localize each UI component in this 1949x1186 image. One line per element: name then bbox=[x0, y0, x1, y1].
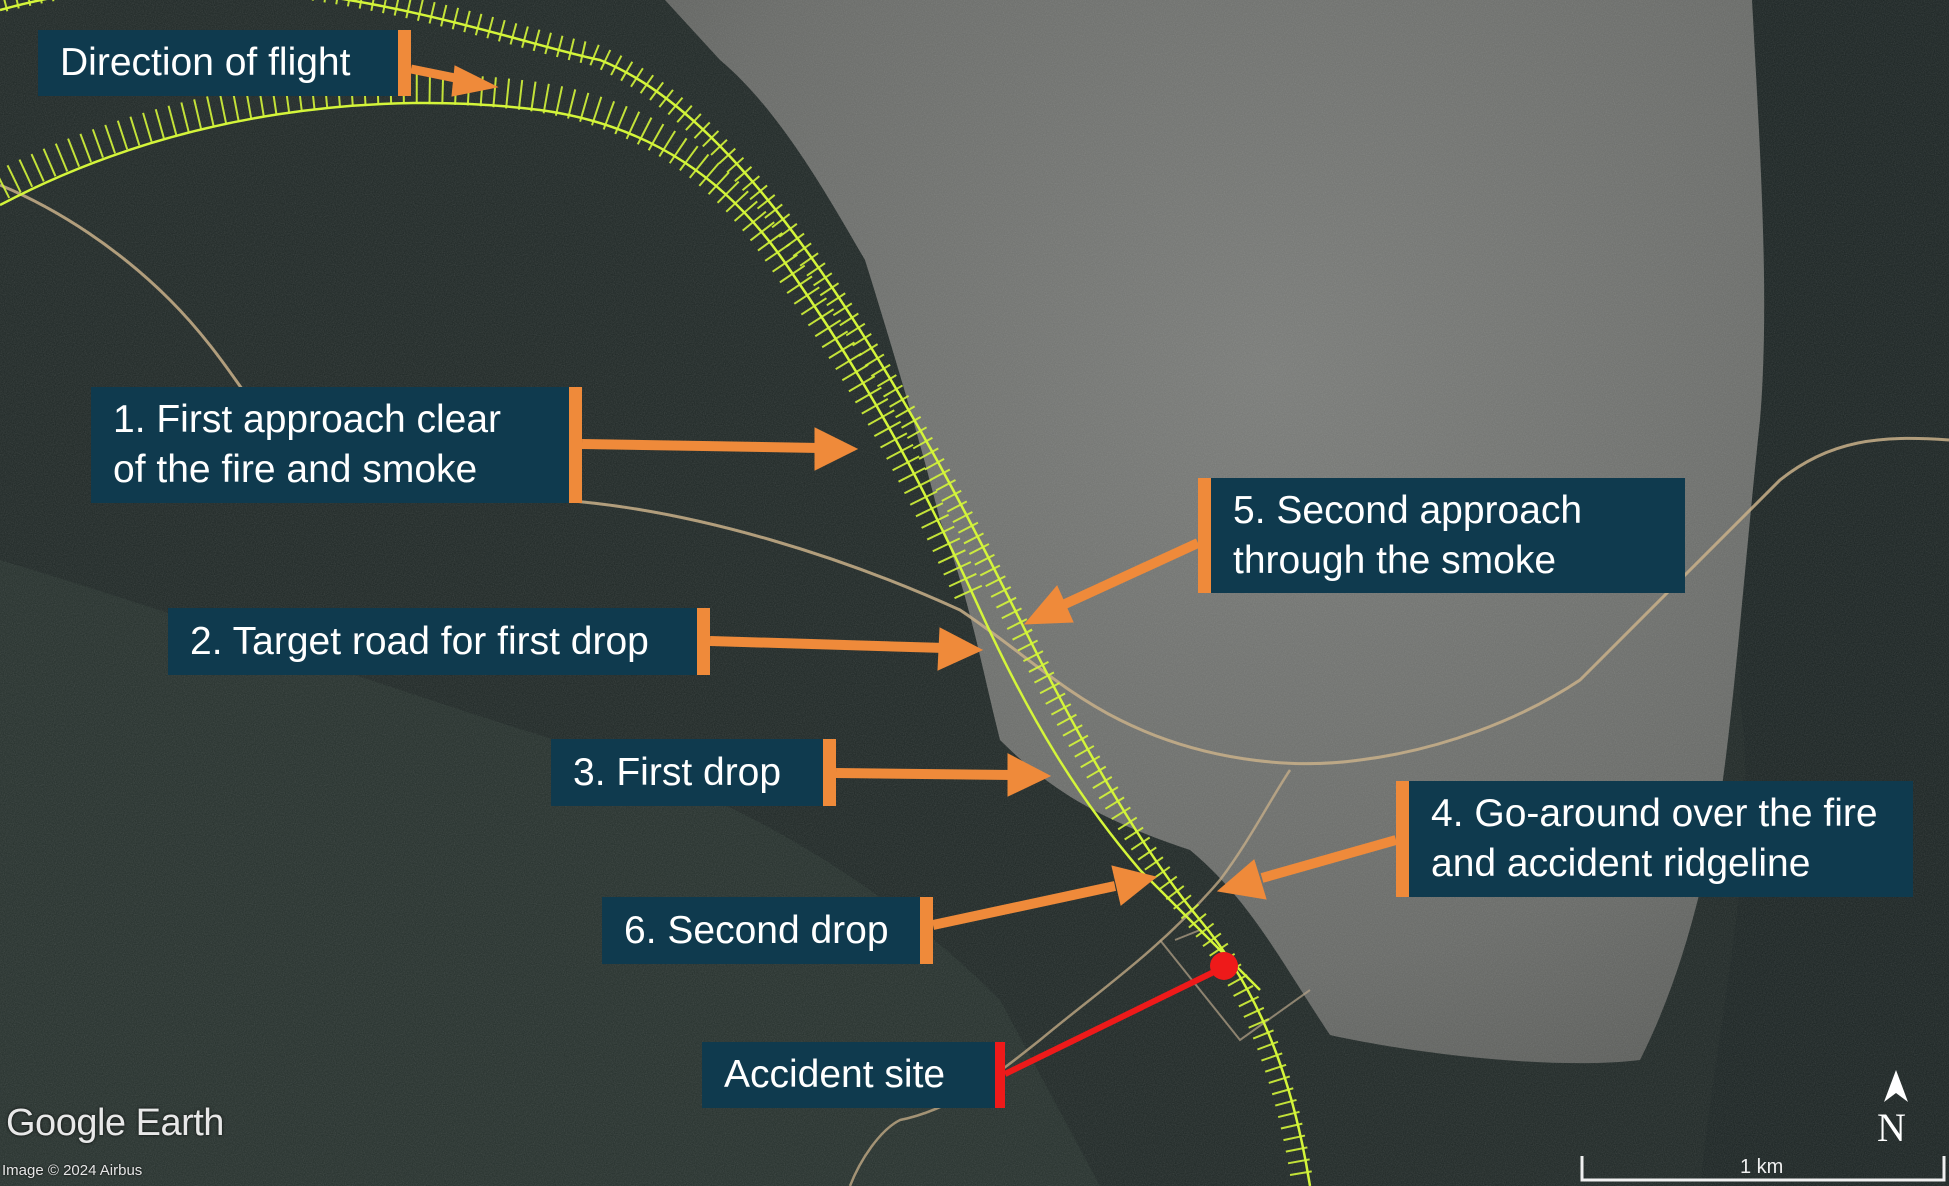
arrow-approach-2 bbox=[1062, 538, 1201, 609]
flight-path-outer bbox=[0, 0, 1312, 1186]
label-first-approach: 1. First approach clear of the fire and … bbox=[91, 387, 582, 503]
arrow-approach-1 bbox=[581, 439, 821, 453]
accident-pointer-line bbox=[1003, 965, 1224, 1077]
flight-path-inner bbox=[0, 101, 1261, 991]
north-label: N bbox=[1877, 1105, 1906, 1150]
label-second-approach: 5. Second approach through the smoke bbox=[1198, 478, 1685, 593]
label-second-drop: 6. Second drop bbox=[602, 897, 933, 964]
label-accident-site: Accident site bbox=[702, 1042, 1005, 1108]
arrow-second-drop bbox=[931, 881, 1117, 930]
label-first-drop: 3. First drop bbox=[551, 739, 836, 806]
road-south bbox=[848, 769, 1292, 1186]
track-spur bbox=[1159, 929, 1311, 1042]
arrow-target-road bbox=[709, 636, 946, 653]
arrow-direction-head bbox=[451, 65, 499, 97]
arrow-go-around bbox=[1260, 835, 1398, 883]
arrow-approach-1-head bbox=[814, 427, 859, 471]
scale-bar-label: 1 km bbox=[1740, 1156, 1784, 1178]
arrow-go-around-head bbox=[1216, 859, 1267, 900]
north-arrow-icon bbox=[1884, 1070, 1908, 1102]
arrow-second-drop-head bbox=[1111, 865, 1158, 906]
flight-path-inner-hatch bbox=[0, 74, 984, 603]
imagery-credit: Image © 2024 Airbus bbox=[2, 1162, 143, 1179]
accident-marker-icon[interactable] bbox=[1210, 952, 1238, 980]
label-target-road: 2. Target road for first drop bbox=[168, 608, 710, 675]
arrow-first-drop-head bbox=[1007, 753, 1052, 797]
pointer-arrows bbox=[410, 64, 1398, 930]
google-earth-logo: Google Earth bbox=[6, 1102, 224, 1144]
arrow-first-drop bbox=[835, 768, 1013, 780]
arrow-approach-2-head bbox=[1023, 585, 1074, 625]
label-direction-of-flight: Direction of flight bbox=[38, 30, 411, 96]
road-west bbox=[0, 183, 1949, 766]
label-go-around: 4. Go-around over the fire and accident … bbox=[1396, 781, 1913, 897]
scale-bar bbox=[1580, 1156, 1946, 1182]
arrow-target-road-head bbox=[937, 627, 984, 671]
